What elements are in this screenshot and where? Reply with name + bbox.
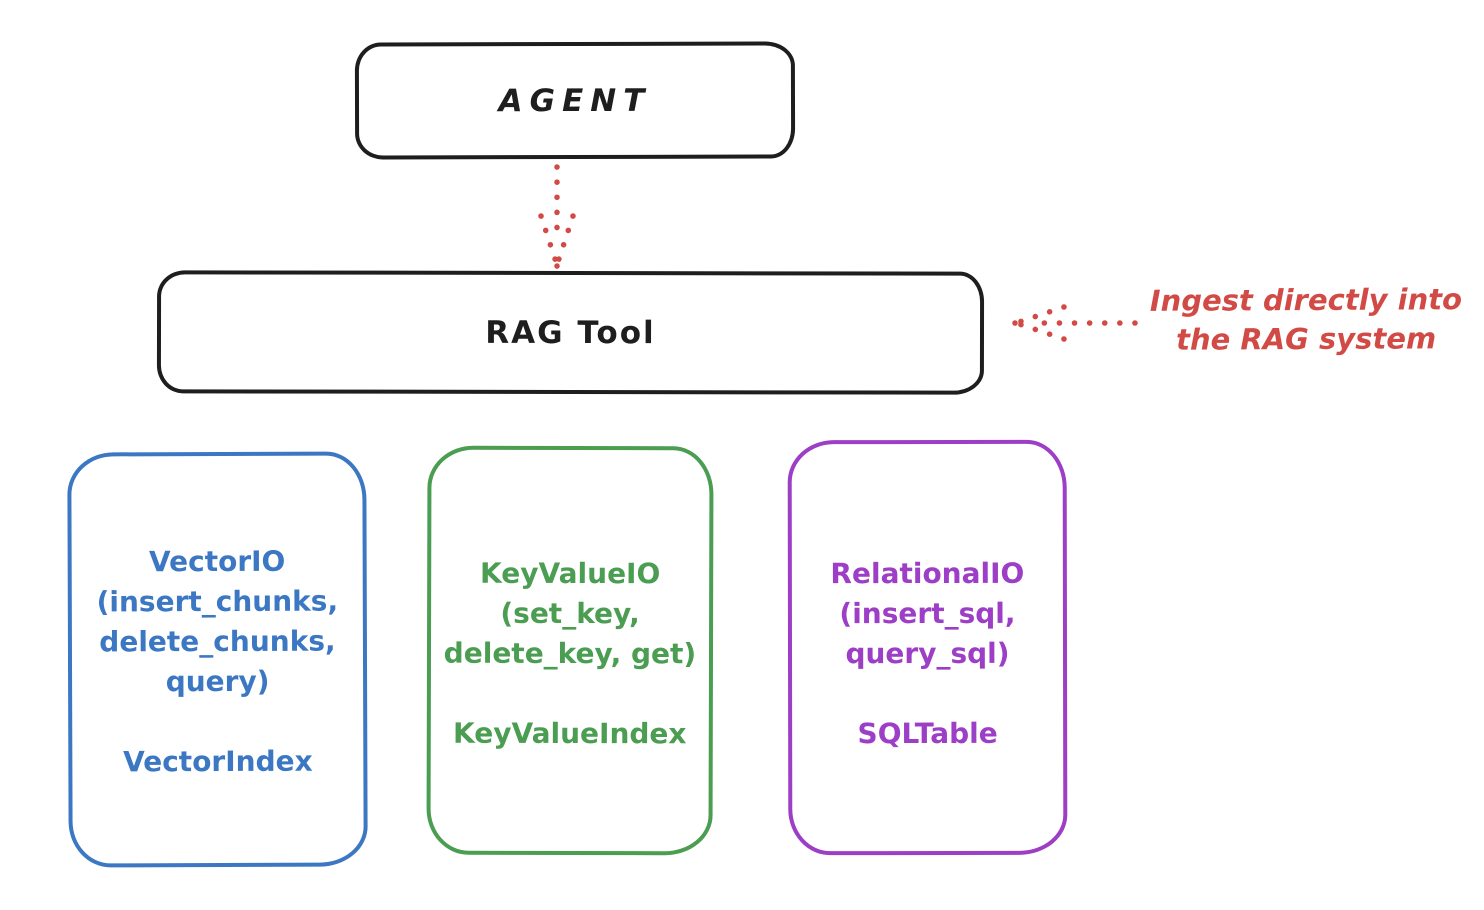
vector-index-label: VectorIndex	[122, 744, 313, 779]
agent-label: AGENT	[498, 82, 652, 119]
key-value-io-method-line: delete_key, get)	[443, 636, 697, 671]
key-value-io-box: KeyValueIO (set_key, delete_key, get) Ke…	[426, 445, 714, 856]
relational-io-box: RelationalIO (insert_sql, query_sql) SQL…	[787, 439, 1068, 856]
arrow-head-right	[555, 213, 576, 265]
relational-io-title: RelationalIO	[830, 556, 1025, 591]
vector-io-title: VectorIO	[148, 544, 286, 579]
key-value-index-label: KeyValueIndex	[453, 716, 687, 751]
arrow-head-top	[1016, 304, 1067, 325]
agent-box: AGENT	[354, 41, 796, 160]
vector-io-method-line: (insert_chunks,	[96, 584, 339, 619]
key-value-io-method-line: (set_key,	[500, 596, 640, 631]
annotation-line-1: Ingest directly into	[1149, 282, 1463, 318]
rag-tool-label: RAG Tool	[485, 314, 656, 351]
dotted-arrow-down-icon	[538, 164, 576, 269]
ingest-annotation: Ingest directly into the RAG system	[1136, 280, 1476, 360]
relational-io-method-line: (insert_sql,	[839, 596, 1016, 631]
vector-io-method-line: delete_chunks,	[99, 624, 336, 659]
arrow-head-bottom	[1016, 321, 1067, 342]
dotted-arrow-left-icon	[1012, 304, 1138, 342]
annotation-line-2: the RAG system	[1175, 321, 1437, 357]
vector-io-box: VectorIO (insert_chunks, delete_chunks, …	[67, 451, 368, 868]
relational-io-method-line: query_sql)	[845, 636, 1010, 671]
key-value-io-title: KeyValueIO	[480, 556, 661, 591]
arrow-head-left	[538, 213, 559, 265]
rag-tool-box: RAG Tool	[156, 270, 985, 395]
sql-table-label: SQLTable	[857, 716, 998, 751]
vector-io-method-line: query)	[165, 664, 270, 699]
